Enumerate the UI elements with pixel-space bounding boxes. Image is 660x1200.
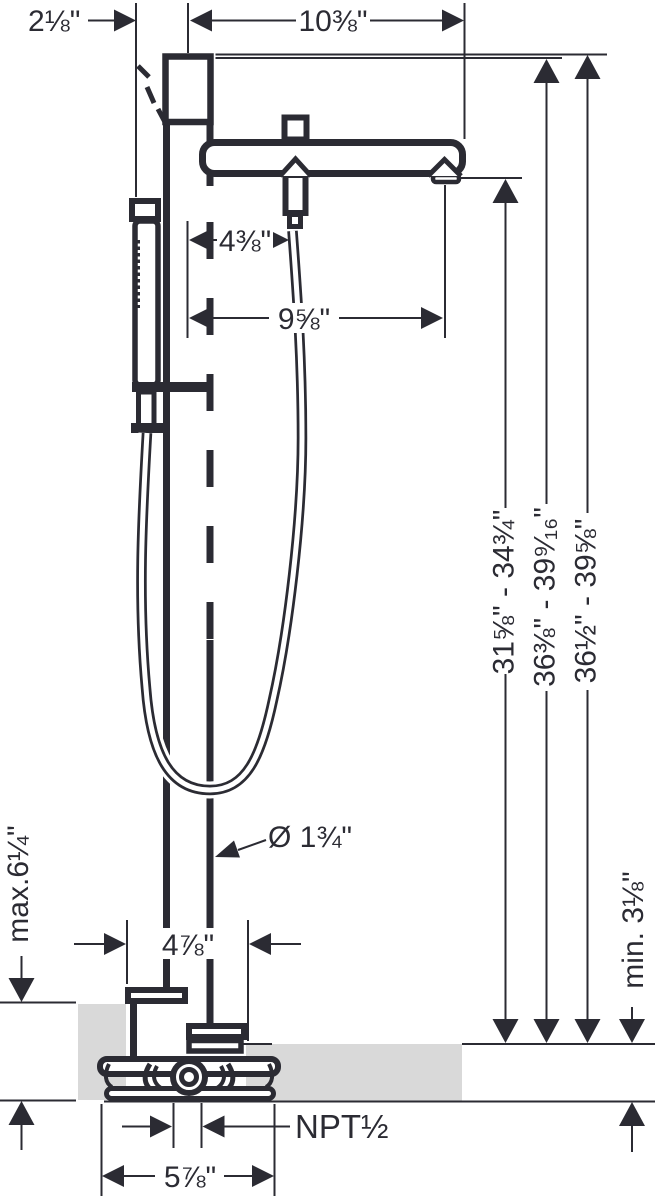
shower-hose xyxy=(132,230,311,799)
arrowhead-right xyxy=(442,9,464,32)
arrowhead-right xyxy=(252,1165,274,1187)
dim-label-floor-depth: min. 3⅛" xyxy=(617,871,650,988)
supply-connection-bore xyxy=(179,1067,199,1087)
dim-label-floor-buildup: max.6¼" xyxy=(2,825,35,942)
dim-label-spout-height: 36⅜" - 39⁹⁄₁₆" xyxy=(529,507,562,687)
label-backing xyxy=(269,303,339,333)
arrowhead-up xyxy=(533,59,560,83)
arrowhead-left xyxy=(202,1115,225,1138)
arrowhead-left xyxy=(190,9,212,32)
base-step-lower xyxy=(186,1037,244,1054)
spout-body xyxy=(199,139,466,177)
arrowhead-down xyxy=(8,978,35,1002)
floor-section xyxy=(0,1001,655,1103)
dimension-floor-depth-min: min. 3⅛" xyxy=(617,871,650,1152)
label-backing xyxy=(217,225,273,255)
floor-slab-right xyxy=(246,1044,462,1101)
dim-label-handshower-offset: 2⅛" xyxy=(28,5,80,38)
dimension-overall-height: 36½" - 39⅝" xyxy=(570,55,603,1043)
hose-core xyxy=(138,230,305,793)
base-step-upper xyxy=(186,1023,247,1040)
dim-label-spout-outlet-offset: 9⅝" xyxy=(278,303,330,336)
dim-label-connection-thread: NPT½ xyxy=(295,1108,389,1145)
arrowhead-up xyxy=(619,1102,645,1126)
dimension-flange-width: 5⅞" xyxy=(102,1161,274,1194)
leader-line xyxy=(237,839,267,851)
handshower-handle-end xyxy=(131,423,169,433)
dimension-total-reach: 10⅜" xyxy=(190,5,464,38)
dim-label-outlet-height: 31⅝" - 34¾" xyxy=(488,510,521,675)
arrowhead-right xyxy=(150,1115,172,1138)
top-cap-handle xyxy=(162,53,214,126)
callout-pipe-diameter: Ø 1¾" xyxy=(215,821,352,858)
diverter-knob xyxy=(281,114,310,143)
handshower-body xyxy=(132,218,161,388)
arrowhead-right xyxy=(421,307,443,329)
dimension-spout-outlet-offset: 9⅝" xyxy=(189,303,443,336)
spout-assembly xyxy=(199,114,466,229)
hand-shower xyxy=(129,198,208,433)
arrowhead-down xyxy=(619,1019,645,1043)
tilt-indicator-dashes xyxy=(136,64,169,126)
arrowhead-up xyxy=(574,55,601,79)
arrowhead-up xyxy=(8,1101,35,1125)
dim-label-hose-offset: 4⅜" xyxy=(219,225,271,258)
dimension-connection-thread: NPT½ xyxy=(122,1108,389,1145)
dim-label-overall-height: 36½" - 39⅝" xyxy=(570,519,603,684)
arrowhead-right xyxy=(114,9,136,32)
arrowhead-left xyxy=(189,229,211,251)
arrowhead-down xyxy=(533,1019,560,1043)
reference-lines xyxy=(100,3,607,1196)
handshower-holder-top xyxy=(129,198,161,222)
spout-outlet-chevron xyxy=(426,155,463,178)
handshower-handle xyxy=(136,389,157,429)
arrowhead-left xyxy=(102,1165,124,1187)
diverter-valve-chevron xyxy=(278,155,313,178)
dimension-escutcheon-width: 4⅞" xyxy=(74,928,301,962)
label-backing xyxy=(155,1161,224,1191)
base-left-wall xyxy=(130,1001,137,1060)
arrowhead-left xyxy=(189,307,211,329)
dim-label-escutcheon-width: 4⅞" xyxy=(162,929,214,962)
dimension-floor-buildup-max: max.6¼" xyxy=(2,825,35,1150)
dim-label-pipe-diameter: Ø 1¾" xyxy=(268,821,352,854)
hose-nipple xyxy=(287,212,303,229)
handshower-holder-arm xyxy=(132,382,208,392)
dim-label-flange-width: 5⅞" xyxy=(164,1161,216,1194)
spout-outlet-lip xyxy=(430,172,462,185)
dimension-spout-height: 36⅜" - 39⁹⁄₁₆" xyxy=(529,59,562,1043)
label-backing xyxy=(154,928,221,959)
flange-hook-left xyxy=(103,1063,114,1089)
flange-hook-right xyxy=(264,1063,275,1089)
dimension-hose-offset: 4⅜" xyxy=(189,225,289,258)
dim-label-total-reach: 10⅜" xyxy=(298,5,367,38)
arrowhead-down xyxy=(574,1019,601,1043)
arrowhead-left xyxy=(249,933,271,955)
arrowhead-up xyxy=(492,179,519,203)
arrowhead-down xyxy=(492,1019,519,1043)
dimension-outlet-height: 31⅝" - 34¾" xyxy=(488,179,521,1043)
floor-slab-left xyxy=(78,1004,126,1100)
dimension-handshower-offset: 2⅛" xyxy=(28,5,136,38)
handshower-outlet-stub xyxy=(282,172,309,216)
leader-arrowhead xyxy=(215,840,240,858)
escutcheon-sleeve xyxy=(125,987,188,1004)
base-rough-in xyxy=(97,987,281,1148)
riser-pipe xyxy=(136,53,214,1025)
arrowhead-right xyxy=(104,933,126,955)
